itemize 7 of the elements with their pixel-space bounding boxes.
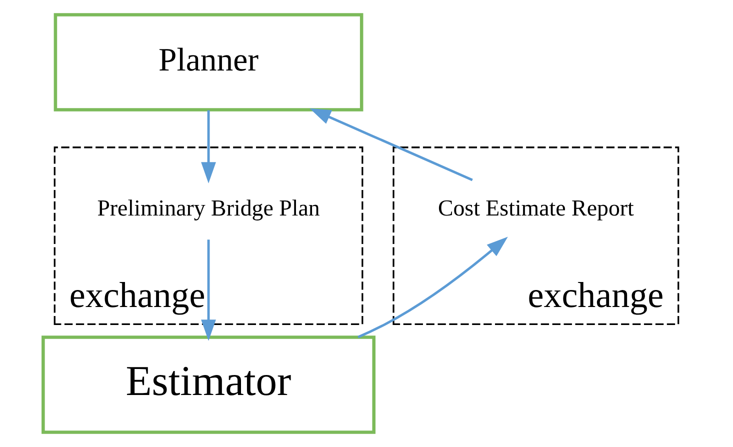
arrow bbox=[310, 108, 473, 182]
node-text: Cost Estimate Report bbox=[438, 196, 634, 221]
arrow bbox=[201, 110, 216, 184]
node-box: Estimator bbox=[42, 336, 376, 434]
node-text: Preliminary Bridge Plan bbox=[97, 196, 320, 221]
node-box: Planner bbox=[54, 13, 364, 112]
arrow bbox=[201, 240, 216, 341]
